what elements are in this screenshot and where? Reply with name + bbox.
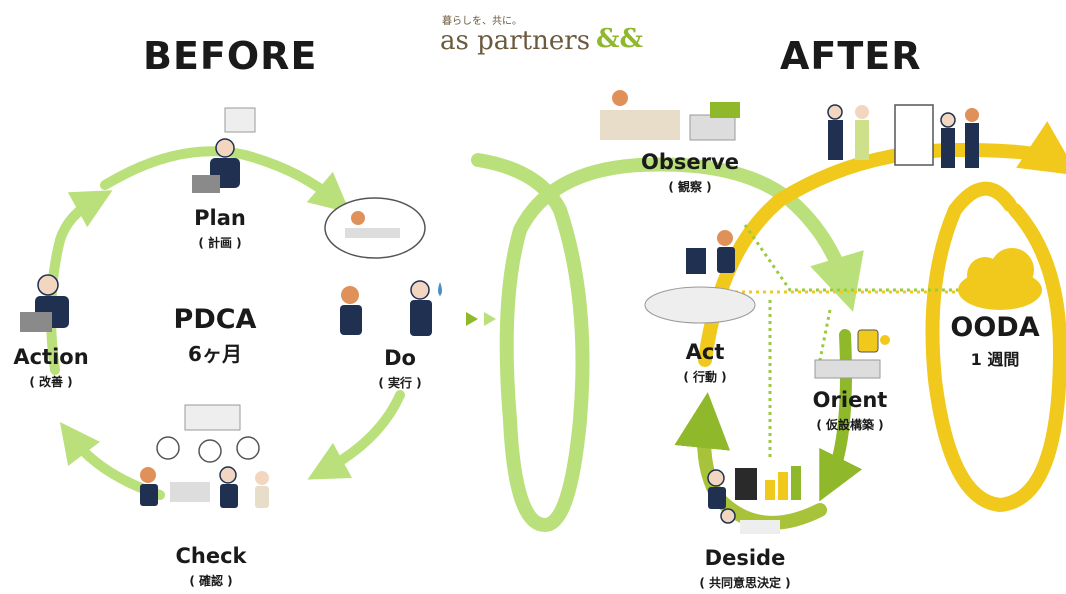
observe-scene-icon	[600, 90, 740, 141]
step-check-label: Check	[175, 544, 247, 568]
yellow-ellipse	[925, 181, 1066, 513]
step-orient-sub: ( 仮設構築 )	[816, 418, 884, 432]
deside-scene-icon	[707, 466, 801, 534]
step-plan-label: Plan	[194, 206, 246, 230]
dot-observe-orient	[743, 224, 960, 292]
do-scene-icon	[324, 197, 442, 336]
green-loop	[471, 153, 864, 533]
logo-mark: &&	[596, 24, 643, 54]
logo-tagline: 暮らしを、共に。	[442, 16, 522, 27]
step-check-sub: ( 確認 )	[189, 574, 233, 588]
step-deside-label: Deside	[704, 546, 786, 570]
action-person-icon	[20, 274, 69, 332]
ooda-loops	[471, 121, 1066, 533]
arrow-plan-to-do	[100, 146, 351, 214]
arrow-do-to-check	[307, 390, 405, 480]
pdca-duration: 6ヶ月	[188, 342, 242, 366]
step-do-sub: ( 実行 )	[378, 376, 422, 390]
step-act-sub: ( 行動 )	[683, 370, 727, 384]
pdca-title: PDCA	[173, 304, 257, 335]
triangle-2	[484, 312, 496, 326]
step-deside-sub: ( 共同意思決定 )	[699, 576, 791, 590]
after-heading: AFTER	[780, 34, 922, 78]
logo-name: as partners	[440, 26, 591, 56]
ooda-title: OODA	[950, 312, 1040, 343]
step-orient-label: Orient	[812, 388, 888, 412]
step-observe-label: Observe	[641, 150, 739, 174]
cloud-icon	[958, 248, 1042, 310]
orient-to-deside-arrow	[819, 329, 863, 502]
triangle-1	[466, 312, 478, 326]
dot-orient-loop	[818, 309, 832, 361]
step-action-label: Action	[13, 345, 89, 369]
observe-people-icon	[827, 104, 979, 168]
check-scene-icon	[140, 404, 269, 508]
before-heading: BEFORE	[143, 34, 318, 78]
act-scene-icon	[644, 230, 756, 324]
person-with-laptop-icon	[192, 107, 256, 193]
step-observe-sub: ( 観察 )	[668, 180, 712, 194]
dotted-connectors	[735, 224, 960, 460]
step-act-label: Act	[685, 340, 725, 364]
step-do-label: Do	[384, 346, 416, 370]
step-action-sub: ( 改善 )	[29, 375, 73, 389]
step-plan-sub: ( 計画 )	[198, 236, 242, 250]
illustrations	[20, 90, 979, 534]
orient-person-icon	[814, 329, 890, 379]
arrow-action-to-plan	[46, 190, 113, 375]
ooda-duration: 1 週間	[970, 350, 1020, 369]
